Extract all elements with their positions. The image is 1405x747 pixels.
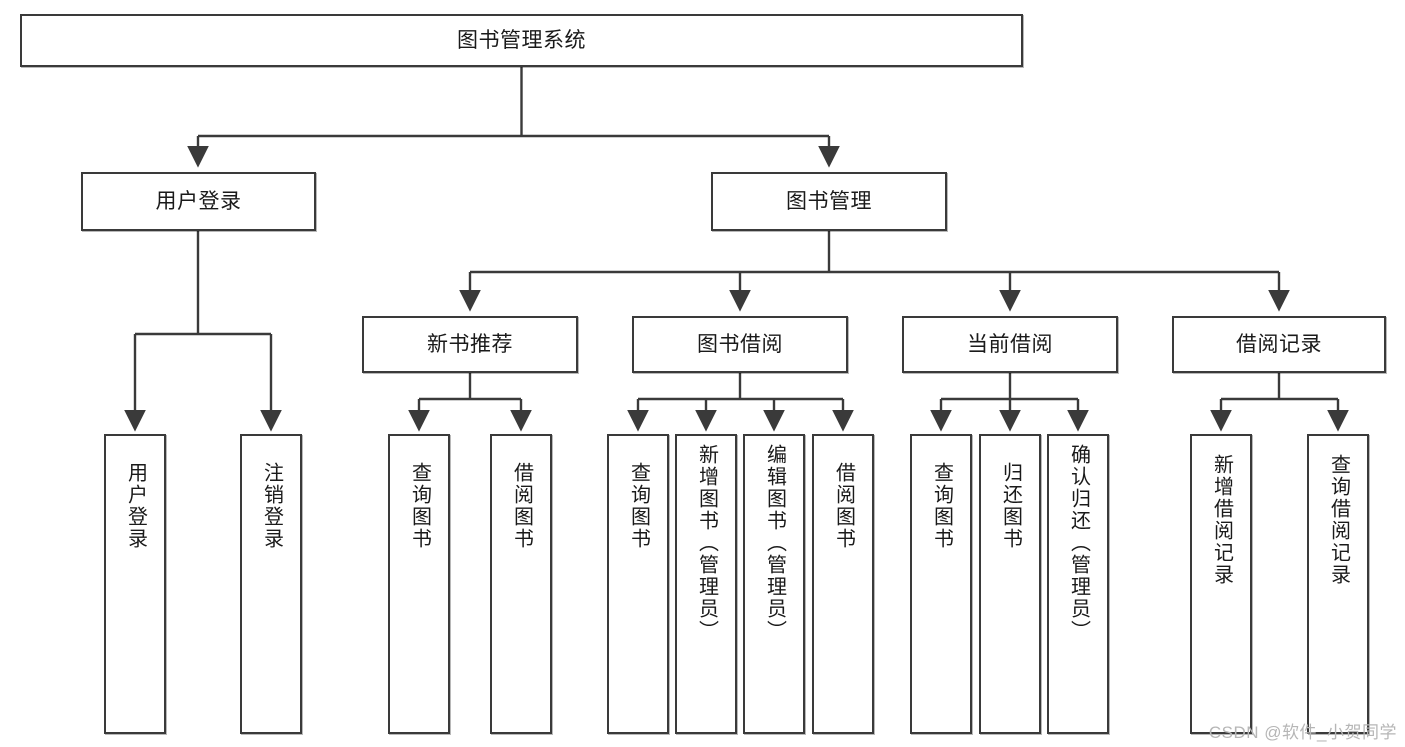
node-borrowing-record[interactable]: 借阅记录 xyxy=(1172,316,1386,373)
node-label: 查询图书 xyxy=(627,462,650,550)
node-new-book-recommendation[interactable]: 新书推荐 xyxy=(362,316,578,373)
leaf-query-book-new[interactable]: 查询图书 xyxy=(388,434,450,734)
leaf-borrow-book-borrow[interactable]: 借阅图书 xyxy=(812,434,874,734)
node-label: 用户登录 xyxy=(124,462,147,550)
node-label: 注销登录 xyxy=(260,462,283,550)
node-label: 图书管理系统 xyxy=(457,28,586,52)
connector-currentborrow-to-leaves xyxy=(930,373,1089,432)
leaf-add-book-admin[interactable]: 新增图书（管理员） xyxy=(675,434,737,734)
node-book-borrowing[interactable]: 图书借阅 xyxy=(632,316,848,373)
leaf-logout-login[interactable]: 注销登录 xyxy=(240,434,302,734)
leaf-user-login[interactable]: 用户登录 xyxy=(104,434,166,734)
node-user-login[interactable]: 用户登录 xyxy=(81,172,316,231)
leaf-confirm-return-admin[interactable]: 确认归还（管理员） xyxy=(1047,434,1109,734)
leaf-add-borrow-record[interactable]: 新增借阅记录 xyxy=(1190,434,1252,734)
node-label: 借阅记录 xyxy=(1236,332,1322,356)
connector-borrowrecord-to-leaves xyxy=(1210,373,1349,432)
leaf-query-borrow-record[interactable]: 查询借阅记录 xyxy=(1307,434,1369,734)
leaf-return-book[interactable]: 归还图书 xyxy=(979,434,1041,734)
connector-bookborrow-to-leaves xyxy=(627,373,854,432)
node-label: 用户登录 xyxy=(155,189,242,213)
node-book-management[interactable]: 图书管理 xyxy=(711,172,947,231)
connector-userlogin-to-leaves xyxy=(124,231,282,432)
node-label: 查询图书 xyxy=(408,462,431,550)
node-label: 借阅图书 xyxy=(510,462,533,550)
node-label: 查询图书 xyxy=(930,462,953,550)
node-label: 确认归还（管理员） xyxy=(1067,444,1090,642)
node-label: 归还图书 xyxy=(999,462,1022,550)
node-label: 编辑图书（管理员） xyxy=(763,444,786,642)
node-label: 新增图书（管理员） xyxy=(695,444,718,642)
connector-newbookrec-to-leaves xyxy=(408,373,532,432)
node-label: 当前借阅 xyxy=(967,332,1053,356)
node-label: 新增借阅记录 xyxy=(1210,454,1233,586)
node-label: 图书管理 xyxy=(786,189,872,213)
node-label: 查询借阅记录 xyxy=(1327,454,1350,586)
node-current-borrowing[interactable]: 当前借阅 xyxy=(902,316,1118,373)
node-label: 图书借阅 xyxy=(697,332,783,356)
connector-root-to-level2 xyxy=(187,67,840,168)
connector-bookmanage-to-level3 xyxy=(459,231,1290,312)
node-label: 借阅图书 xyxy=(832,462,855,550)
leaf-query-book-current[interactable]: 查询图书 xyxy=(910,434,972,734)
leaf-query-book-borrow[interactable]: 查询图书 xyxy=(607,434,669,734)
leaf-borrow-book-new[interactable]: 借阅图书 xyxy=(490,434,552,734)
node-label: 新书推荐 xyxy=(427,332,513,356)
leaf-edit-book-admin[interactable]: 编辑图书（管理员） xyxy=(743,434,805,734)
node-root-book-management-system[interactable]: 图书管理系统 xyxy=(20,14,1023,67)
